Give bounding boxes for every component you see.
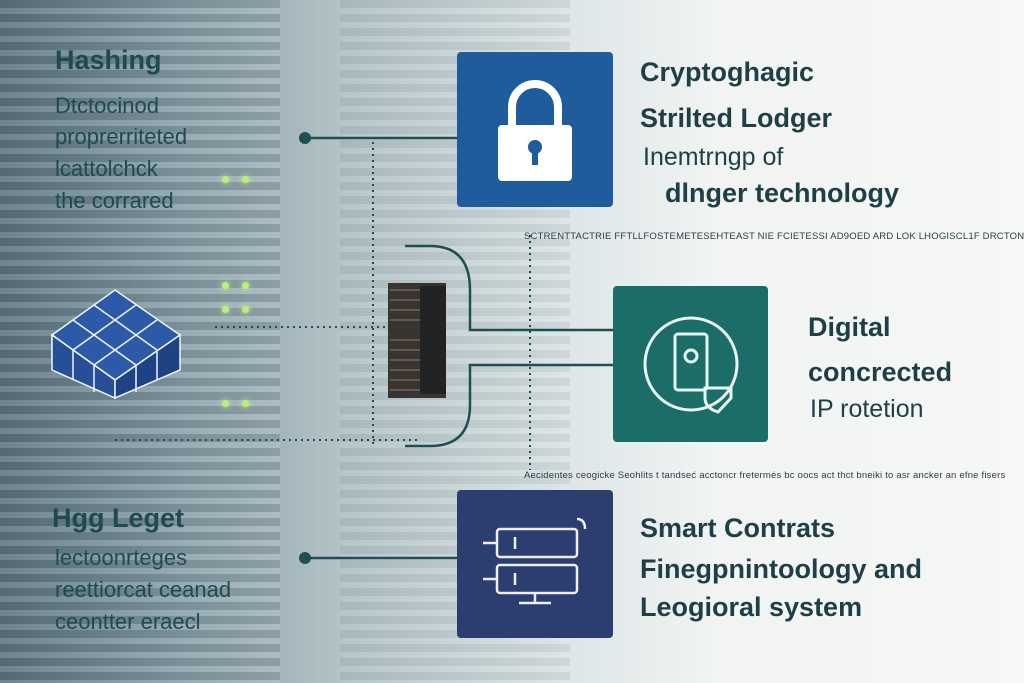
crypto-line: Inemtrngp of: [643, 143, 784, 171]
crypto-subtitle: Strilted Lodger: [640, 103, 833, 133]
crypto-line: dlnger technology: [665, 178, 900, 208]
led: [222, 306, 229, 313]
contracts-box: [457, 490, 613, 638]
chip-icon: [388, 283, 446, 398]
ledger-line: ceontter eraecl: [55, 609, 201, 634]
led: [242, 400, 249, 407]
shield-lock-icon: [643, 316, 738, 414]
hashing-line: proprerriteted: [55, 124, 188, 149]
crypto-title: Cryptoghagic: [640, 57, 815, 87]
ledger-line: lectoonrteges: [55, 545, 188, 570]
server-monitor-icon: [483, 517, 587, 605]
digital-subtitle: concrected: [808, 357, 953, 387]
contracts-title: Smart Contrats: [640, 513, 836, 543]
led: [242, 176, 249, 183]
lock-icon: [498, 79, 572, 181]
digital-box: [613, 286, 768, 442]
hashing-line: lcattolchck: [55, 156, 158, 181]
hashing-line: the corrared: [55, 188, 174, 213]
contracts-line: Leogioral system: [640, 592, 863, 622]
digital-title: Digital: [808, 312, 891, 342]
lock-box: [457, 52, 613, 207]
ledger-title: Hgg Leget: [52, 503, 184, 533]
led: [242, 282, 249, 289]
caption-bottom: Aecidentes ceogicke Seohlits t tandseć a…: [524, 470, 1006, 481]
contracts-line: Finegpnintoology and: [640, 554, 922, 584]
led: [222, 282, 229, 289]
led: [222, 400, 229, 407]
hashing-line: Dtctocinod: [55, 93, 159, 118]
digital-line: IP rotetion: [810, 395, 924, 423]
ledger-line: reettiorcat ceanad: [55, 577, 232, 602]
caption-top: SCTRENTTACTRIE FFTLLFOSTEMETESEHTEAST NI…: [524, 231, 1024, 242]
hashing-title: Hashing: [55, 45, 162, 75]
cube-icon: [50, 289, 182, 400]
led: [222, 176, 229, 183]
led: [242, 306, 249, 313]
